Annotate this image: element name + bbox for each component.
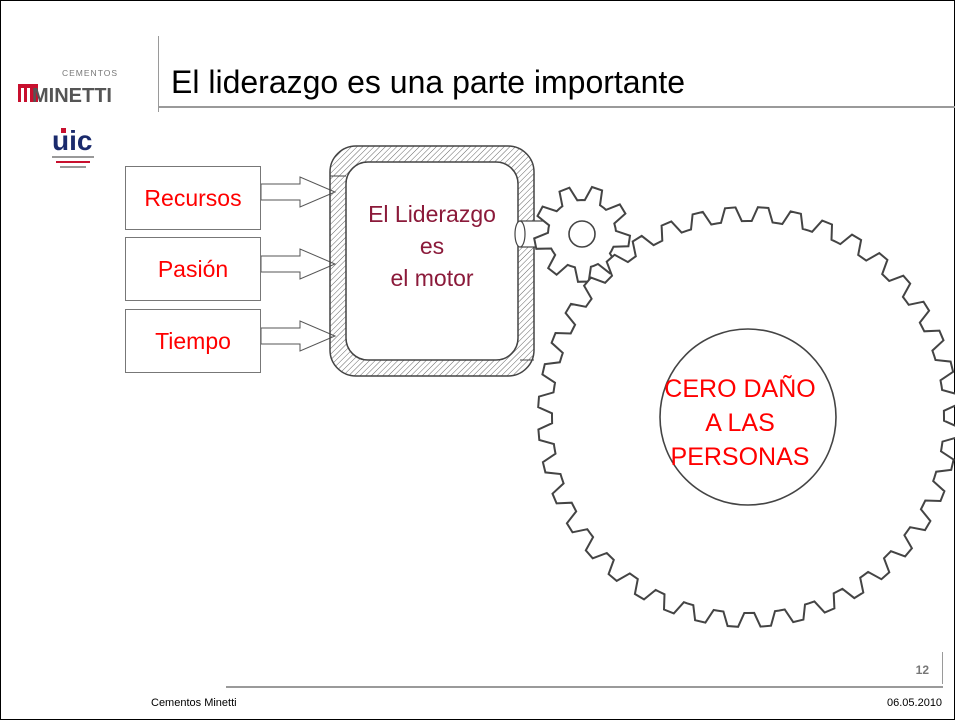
footer-divider xyxy=(226,686,943,688)
recursos-label: Recursos xyxy=(144,184,242,211)
motor-block-inner xyxy=(345,161,519,361)
small-gear-hub xyxy=(568,220,596,248)
large-gear-outline xyxy=(537,206,955,628)
pasion-label: Pasión xyxy=(157,255,229,282)
result-line-2: A LAS xyxy=(705,409,775,437)
result-line-1: CERO DAÑO xyxy=(664,375,816,403)
motor-label: El Liderazgo es el motor xyxy=(342,198,522,294)
large-gear-icon xyxy=(537,206,955,628)
uic-logo: uic xyxy=(52,125,94,168)
motor-line-2: es xyxy=(419,233,445,259)
title-divider-vertical xyxy=(158,36,159,112)
motor-line-1: El Liderazgo xyxy=(368,201,496,227)
footer-date: 06.05.2010 xyxy=(887,697,943,709)
page-number-divider xyxy=(942,652,943,684)
tiempo-label: Tiempo xyxy=(155,327,231,354)
big-gear-hub-ring xyxy=(659,328,837,506)
page-title: El liderazgo es una parte importante xyxy=(171,64,686,100)
pasion-arrow xyxy=(260,248,337,280)
title-divider-horizontal xyxy=(158,106,955,108)
result-line-3: PERSONAS xyxy=(670,443,810,471)
logo-minetti-text: MINETTI xyxy=(32,85,112,107)
result-label: CERO DAÑO A LAS PERSONAS xyxy=(600,372,880,474)
motor-line-3: el motor xyxy=(390,265,474,291)
input-box-tiempo: Tiempo xyxy=(125,309,261,373)
page-number: 12 xyxy=(915,663,929,677)
logo-uic-text: uic xyxy=(52,125,92,156)
input-box-pasion: Pasión xyxy=(125,237,261,301)
logo-cementos-text: CEMENTOS xyxy=(62,68,118,78)
footer-company: Cementos Minetti xyxy=(151,697,237,709)
recursos-arrow xyxy=(260,176,337,208)
cementos-minetti-logo: CEMENTOS MINETTI xyxy=(18,68,118,107)
input-box-recursos: Recursos xyxy=(125,166,261,230)
tiempo-arrow xyxy=(260,320,337,352)
